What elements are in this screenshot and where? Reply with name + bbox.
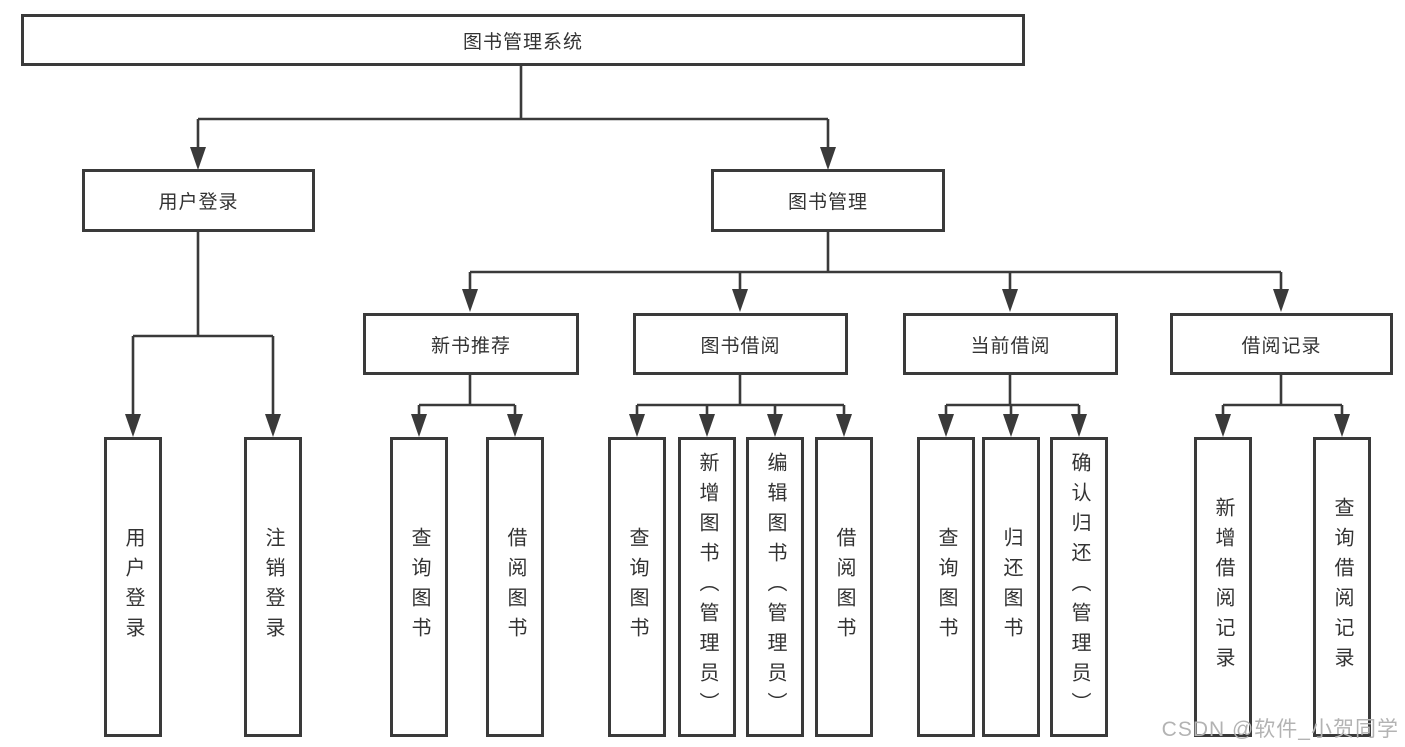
leaf-borrow-book-recommend: 借阅图书 — [486, 437, 544, 737]
node-root: 图书管理系统 — [21, 14, 1025, 66]
leaf-confirm-return-admin: 确认归还（管理员） — [1050, 437, 1108, 737]
node-book-management: 图书管理 — [711, 169, 945, 232]
leaf-user-login: 用户登录 — [104, 437, 162, 737]
node-book-borrow: 图书借阅 — [633, 313, 848, 375]
leaf-add-borrow-record: 新增借阅记录 — [1194, 437, 1252, 737]
leaf-query-book-borrow: 查询图书 — [608, 437, 666, 737]
watermark: CSDN @软件_小贺同学 — [1161, 718, 1399, 741]
leaf-return-book: 归还图书 — [982, 437, 1040, 737]
leaf-edit-book-admin: 编辑图书（管理员） — [746, 437, 804, 737]
node-borrow-records: 借阅记录 — [1170, 313, 1393, 375]
node-current-borrow: 当前借阅 — [903, 313, 1118, 375]
node-user-login: 用户登录 — [82, 169, 315, 232]
leaf-borrow-book: 借阅图书 — [815, 437, 873, 737]
leaf-query-book-current: 查询图书 — [917, 437, 975, 737]
leaf-query-borrow-record: 查询借阅记录 — [1313, 437, 1371, 737]
leaf-query-book-recommend: 查询图书 — [390, 437, 448, 737]
node-new-book-recommend: 新书推荐 — [363, 313, 579, 375]
leaf-add-book-admin: 新增图书（管理员） — [678, 437, 736, 737]
leaf-logout-login: 注销登录 — [244, 437, 302, 737]
